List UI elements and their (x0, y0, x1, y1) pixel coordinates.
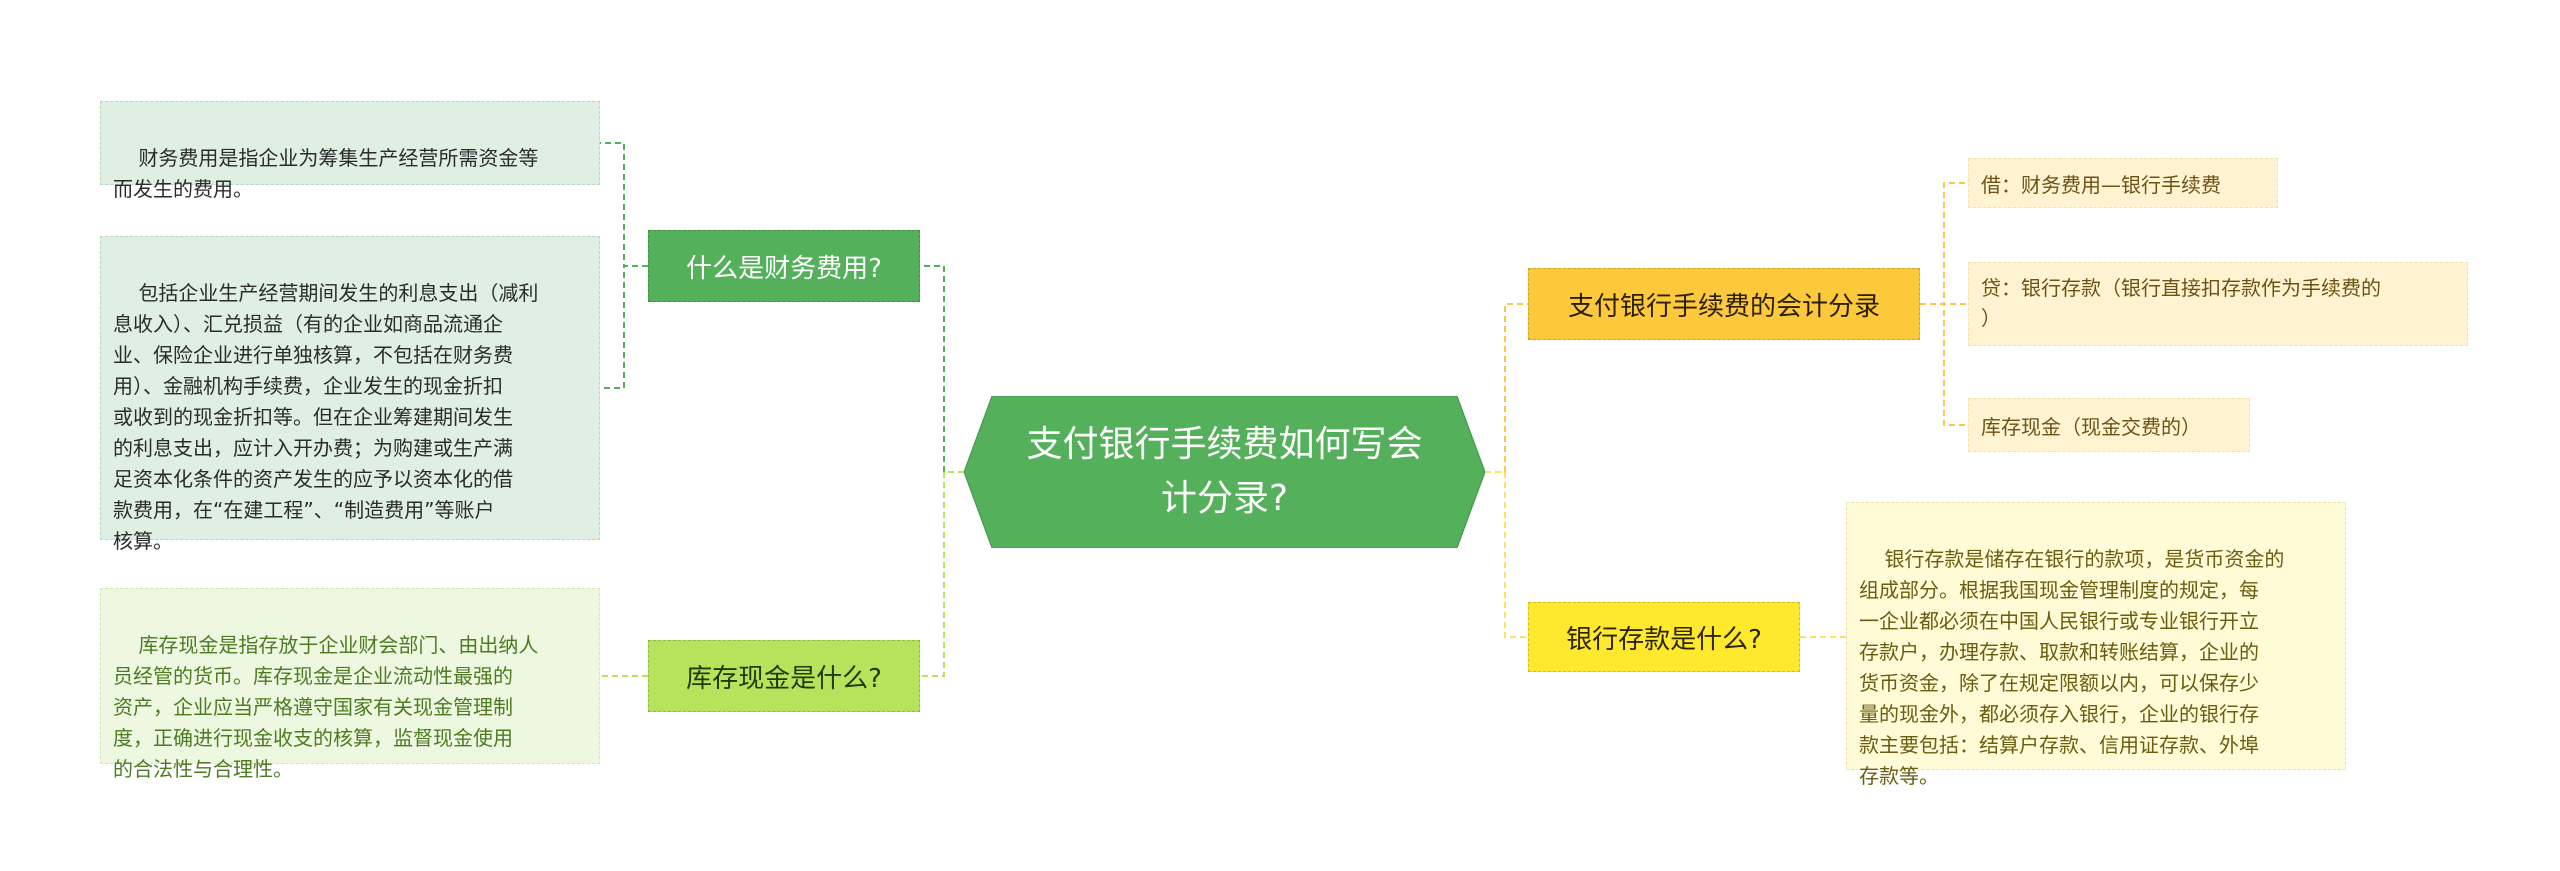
link-central-to-entry (1485, 303, 1528, 473)
topic-label: 什么是财务费用? (686, 253, 882, 284)
leaf-cash-on-hand: 库存现金（现金交费的） (1968, 398, 2250, 452)
link-finance-to-note1 (600, 142, 648, 267)
link-finance-to-note2 (600, 265, 648, 389)
note-text: 包括企业生产经营期间发生的利息支出（减利 息收入）、汇兑损益（有的企业如商品流通… (113, 281, 539, 553)
central-topic[interactable]: 支付银行手续费如何写会 计分录? (964, 396, 1485, 548)
leaf-credit-bank-deposit: 贷：银行存款（银行直接扣存款作为手续费的 ） (1968, 262, 2468, 346)
topic-bank-fee-journal-entry[interactable]: 支付银行手续费的会计分录 (1528, 268, 1920, 340)
link-central-to-cash (920, 471, 964, 677)
note-bank-deposit-definition: 银行存款是储存在银行的款项，是货币资金的 组成部分。根据我国现金管理制度的规定，… (1846, 502, 2346, 788)
topic-label: 库存现金是什么? (686, 663, 882, 694)
topic-what-is-finance-expense[interactable]: 什么是财务费用? (648, 230, 920, 302)
central-topic-label: 支付银行手续费如何写会 计分录? (1026, 424, 1423, 519)
topic-what-is-cash-on-hand[interactable]: 库存现金是什么? (648, 640, 920, 712)
topic-what-is-bank-deposit[interactable]: 银行存款是什么? (1528, 602, 1800, 672)
link-central-to-finance (920, 265, 964, 473)
leaf-debit-finance-expense: 借：财务费用—银行手续费 (1968, 158, 2278, 208)
topic-label: 支付银行手续费的会计分录 (1567, 291, 1880, 322)
link-central-to-deposit (1485, 471, 1528, 638)
note-text: 银行存款是储存在银行的款项，是货币资金的 组成部分。根据我国现金管理制度的规定，… (1859, 547, 2285, 788)
topic-label: 银行存款是什么? (1566, 624, 1762, 655)
note-finance-scope: 包括企业生产经营期间发生的利息支出（减利 息收入）、汇兑损益（有的企业如商品流通… (100, 236, 600, 553)
note-cash-definition: 库存现金是指存放于企业财会部门、由出纳人 员经管的货币。库存现金是企业流动性最强… (100, 588, 600, 781)
leaf-text: 贷：银行存款（银行直接扣存款作为手续费的 ） (1981, 276, 2381, 330)
note-finance-definition: 财务费用是指企业为筹集生产经营所需资金等 而发生的费用。 (100, 101, 600, 201)
central-topic-shape (964, 396, 1485, 548)
note-text: 库存现金是指存放于企业财会部门、由出纳人 员经管的货币。库存现金是企业流动性最强… (113, 633, 539, 781)
leaf-text: 库存现金（现金交费的） (1981, 414, 2201, 439)
link-entry-to-leaf3 (1920, 303, 1968, 426)
leaf-text: 借：财务费用—银行手续费 (1981, 172, 2221, 197)
note-text: 财务费用是指企业为筹集生产经营所需资金等 而发生的费用。 (113, 146, 539, 201)
link-entry-to-leaf1 (1920, 182, 1968, 305)
